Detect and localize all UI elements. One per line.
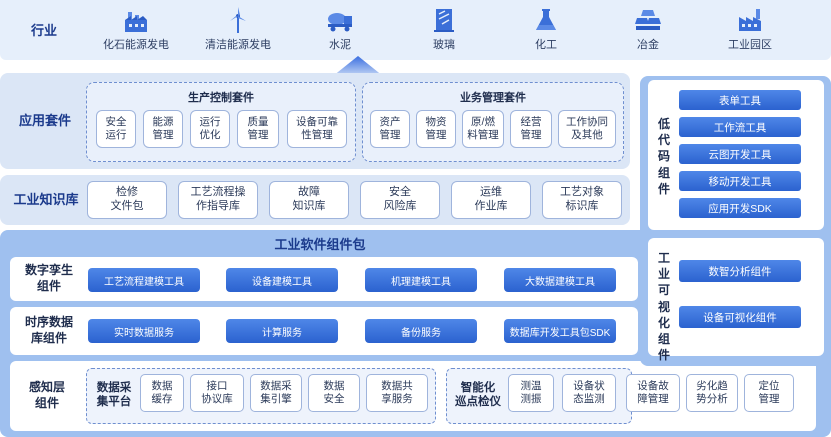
lowcode-tool-button[interactable]: 移动开发工具 bbox=[679, 171, 801, 191]
lowcode-label: 低代码组件 bbox=[657, 117, 670, 196]
app-card[interactable]: 物资 管理 bbox=[416, 110, 456, 148]
knowledge-card[interactable]: 故障 知识库 bbox=[269, 181, 349, 219]
wind-turbine-icon bbox=[230, 7, 246, 33]
metal-ingot-icon bbox=[635, 10, 661, 30]
flask-icon bbox=[536, 9, 556, 30]
industry-item-glass[interactable]: 玻璃 bbox=[402, 6, 486, 56]
sensing-card[interactable]: 定位 管理 bbox=[744, 374, 794, 412]
knowledge-card[interactable]: 检修 文件包 bbox=[87, 181, 167, 219]
business-suite-title: 业务管理套件 bbox=[460, 92, 526, 104]
industry-item-label: 水泥 bbox=[329, 39, 351, 51]
sensing-card[interactable]: 数据 安全 bbox=[308, 374, 360, 412]
industry-item-label: 玻璃 bbox=[433, 39, 455, 51]
industry-item-industrial-park[interactable]: 工业园区 bbox=[708, 6, 792, 56]
lowcode-tool-button[interactable]: 工作流工具 bbox=[679, 117, 801, 137]
lowcode-tool-button[interactable]: 云图开发工具 bbox=[679, 144, 801, 164]
sensing-card[interactable]: 劣化趋 势分析 bbox=[686, 374, 738, 412]
timeseries-label: 时序数据 库组件 bbox=[24, 315, 73, 345]
glass-icon bbox=[434, 9, 454, 32]
digital-twin-tool-button[interactable]: 机理建模工具 bbox=[365, 268, 477, 292]
sensing-card[interactable]: 测温 测振 bbox=[508, 374, 554, 412]
visualization-panel bbox=[648, 238, 824, 356]
industry-item-cement[interactable]: 水泥 bbox=[298, 6, 382, 56]
knowledge-card[interactable]: 工艺流程操 作指导库 bbox=[178, 181, 258, 219]
industry-item-fossil-power[interactable]: 化石能源发电 bbox=[94, 6, 178, 56]
app-suite-label: 应用套件 bbox=[18, 112, 71, 128]
knowledge-card[interactable]: 运维 作业库 bbox=[451, 181, 531, 219]
app-card[interactable]: 设备可靠 性管理 bbox=[287, 110, 347, 148]
data-acquisition-platform-title: 数据采 集平台 bbox=[96, 381, 132, 408]
app-card[interactable]: 资产 管理 bbox=[370, 110, 410, 148]
industry-item-label: 化工 bbox=[535, 39, 557, 51]
visualization-component-button[interactable]: 设备可视化组件 bbox=[679, 306, 801, 328]
industry-item-chemical[interactable]: 化工 bbox=[504, 6, 588, 56]
lowcode-tool-button[interactable]: 表单工具 bbox=[679, 90, 801, 110]
industry-item-metallurgy[interactable]: 冶金 bbox=[606, 6, 690, 56]
industry-item-label: 工业园区 bbox=[728, 39, 772, 51]
visualization-component-button[interactable]: 数智分析组件 bbox=[679, 260, 801, 282]
digital-twin-label: 数字孪生 组件 bbox=[24, 263, 73, 293]
power-plant-icon bbox=[125, 12, 147, 32]
sensing-card[interactable]: 数据采 集引擎 bbox=[250, 374, 302, 412]
app-card[interactable]: 能源 管理 bbox=[143, 110, 183, 148]
sensing-label: 感知层 组件 bbox=[28, 380, 65, 410]
up-arrow-icon bbox=[333, 56, 383, 76]
factory-icon bbox=[739, 9, 761, 31]
industry-item-label: 冶金 bbox=[637, 39, 659, 51]
knowledge-base-label: 工业知识库 bbox=[13, 191, 79, 207]
timeseries-service-button[interactable]: 数据库开发工具包SDK bbox=[504, 319, 616, 343]
cement-mixer-icon bbox=[328, 13, 352, 32]
app-card[interactable]: 运行 优化 bbox=[190, 110, 230, 148]
lowcode-tool-button[interactable]: 应用开发SDK bbox=[679, 198, 801, 218]
digital-twin-tool-button[interactable]: 设备建模工具 bbox=[226, 268, 338, 292]
industry-item-label: 化石能源发电 bbox=[103, 39, 169, 51]
app-card[interactable]: 原/燃 料管理 bbox=[462, 110, 504, 148]
app-card[interactable]: 安全 运行 bbox=[96, 110, 136, 148]
digital-twin-tool-button[interactable]: 大数据建模工具 bbox=[504, 268, 616, 292]
sensing-card[interactable]: 接口 协议库 bbox=[190, 374, 244, 412]
timeseries-service-button[interactable]: 实时数据服务 bbox=[88, 319, 200, 343]
industry-item-clean-power[interactable]: 清洁能源发电 bbox=[196, 6, 280, 56]
app-card[interactable]: 质量 管理 bbox=[237, 110, 279, 148]
knowledge-card[interactable]: 工艺对象 标识库 bbox=[542, 181, 622, 219]
industry-item-label: 清洁能源发电 bbox=[205, 39, 271, 51]
visualization-label: 工业可视化组件 bbox=[657, 251, 670, 363]
app-card[interactable]: 经营 管理 bbox=[510, 110, 552, 148]
timeseries-service-button[interactable]: 计算服务 bbox=[226, 319, 338, 343]
sensing-card[interactable]: 设备故 障管理 bbox=[626, 374, 680, 412]
sensing-card[interactable]: 数据 缓存 bbox=[140, 374, 184, 412]
sensing-card[interactable]: 数据共 享服务 bbox=[366, 374, 428, 412]
knowledge-card[interactable]: 安全 风险库 bbox=[360, 181, 440, 219]
app-card[interactable]: 工作协同 及其他 bbox=[558, 110, 616, 148]
sensing-card[interactable]: 设备状 态监测 bbox=[562, 374, 616, 412]
smart-inspection-device-title: 智能化 巡点检仪 bbox=[455, 381, 501, 408]
software-package-title: 工业软件组件包 bbox=[274, 237, 366, 252]
industry-label: 行业 bbox=[30, 22, 57, 38]
digital-twin-tool-button[interactable]: 工艺流程建模工具 bbox=[88, 268, 200, 292]
timeseries-service-button[interactable]: 备份服务 bbox=[365, 319, 477, 343]
production-suite-title: 生产控制套件 bbox=[188, 92, 254, 104]
